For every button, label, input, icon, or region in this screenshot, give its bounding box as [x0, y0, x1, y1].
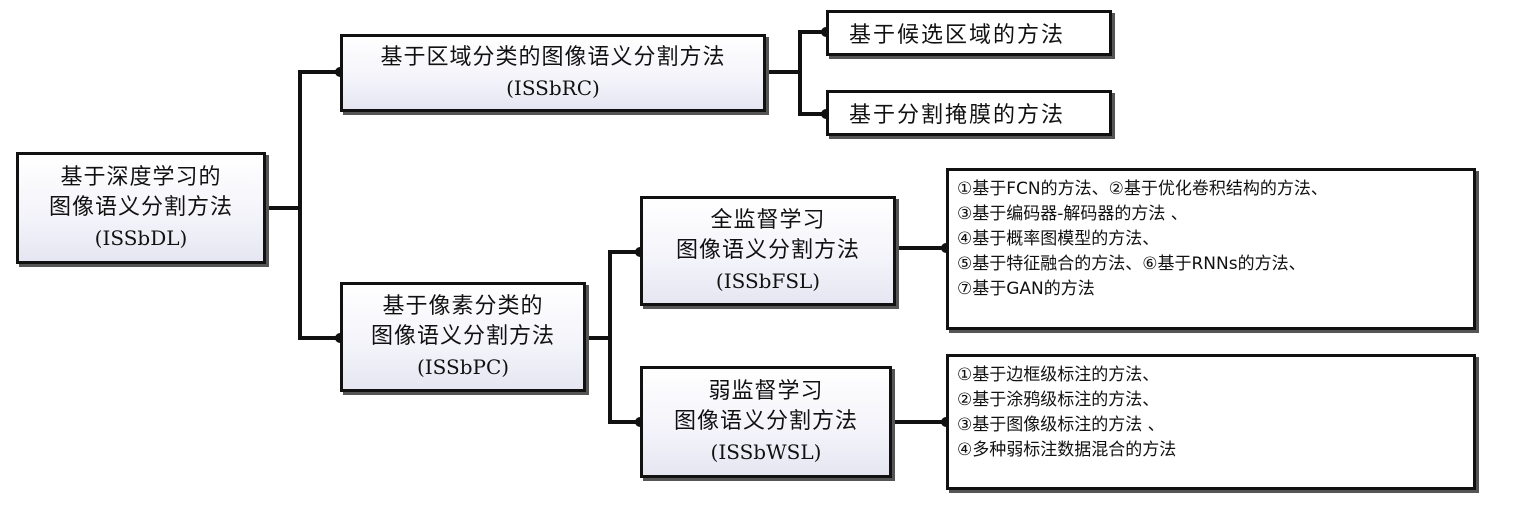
root-abbreviation: (ISSbDL) — [94, 226, 188, 250]
list-item: ①基于边框级标注的方法、 — [957, 365, 1160, 385]
weakly-supervised-abbreviation: (ISSbWSL) — [710, 440, 822, 464]
root-node: 基于深度学习的 图像语义分割方法 (ISSbDL) — [16, 152, 266, 264]
fully-supervised-title-line-1: 全监督学习 — [710, 208, 826, 233]
pixel-classification-title-line-1: 基于像素分类的 — [382, 294, 544, 319]
connector-pixel-to-children — [584, 250, 642, 424]
candidate-region-method-label: 基于候选区域的方法 — [849, 23, 1066, 48]
list-item: ①基于FCN的方法、②基于优化卷积结构的方法、 — [957, 179, 1328, 199]
fully-supervised-abbreviation: (ISSbFSL) — [715, 269, 821, 293]
fully-supervised-methods-list: ①基于FCN的方法、②基于优化卷积结构的方法、 ③基于编码器-解码器的方法 、 … — [946, 168, 1476, 330]
list-item: ⑤基于特征融合的方法、⑥基于RNNs的方法、 — [957, 254, 1306, 274]
pixel-classification-title-line-2: 图像语义分割方法 — [370, 324, 555, 349]
weakly-supervised-title-line-1: 弱监督学习 — [708, 379, 824, 404]
segmentation-mask-method-label: 基于分割掩膜的方法 — [849, 103, 1066, 128]
fully-supervised-title-line-2: 图像语义分割方法 — [675, 238, 860, 263]
list-item: ③基于编码器-解码器的方法 、 — [957, 204, 1188, 224]
list-item: ④多种弱标注数据混合的方法 — [957, 440, 1177, 460]
weakly-supervised-methods-list: ①基于边框级标注的方法、 ②基于涂鸦级标注的方法、 ③基于图像级标注的方法 、 … — [946, 354, 1476, 490]
region-classification-abbreviation: (ISSbRC) — [506, 76, 600, 100]
segmentation-mask-method-node: 基于分割掩膜的方法 — [826, 90, 1112, 136]
list-item: ⑦基于GAN的方法 — [957, 279, 1095, 299]
root-title-line-2: 图像语义分割方法 — [48, 195, 233, 220]
region-classification-node: 基于区域分类的图像语义分割方法 (ISSbRC) — [340, 34, 766, 112]
region-classification-title: 基于区域分类的图像语义分割方法 — [380, 45, 726, 70]
fully-supervised-node: 全监督学习 图像语义分割方法 (ISSbFSL) — [640, 196, 896, 306]
list-item: ②基于涂鸦级标注的方法、 — [957, 390, 1160, 410]
connector-root-to-children — [264, 70, 342, 340]
pixel-classification-abbreviation: (ISSbPC) — [416, 355, 510, 379]
candidate-region-method-node: 基于候选区域的方法 — [826, 10, 1112, 56]
root-title-line-1: 基于深度学习的 — [60, 165, 222, 190]
weakly-supervised-node: 弱监督学习 图像语义分割方法 (ISSbWSL) — [640, 366, 892, 478]
weakly-supervised-title-line-2: 图像语义分割方法 — [673, 409, 858, 434]
pixel-classification-node: 基于像素分类的 图像语义分割方法 (ISSbPC) — [340, 282, 586, 392]
list-item: ④基于概率图模型的方法、 — [957, 229, 1160, 249]
connector-region-to-leaves — [764, 30, 828, 116]
list-item: ③基于图像级标注的方法 、 — [957, 415, 1165, 435]
